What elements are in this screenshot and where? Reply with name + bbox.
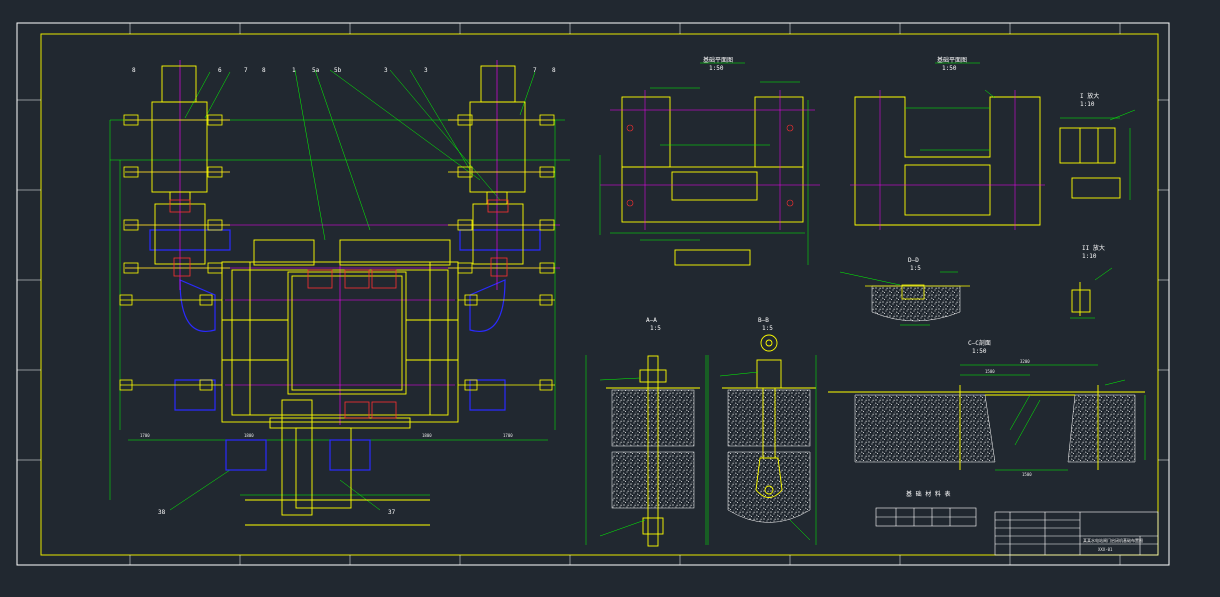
plan-view: 8 6 7 8 1 5a 5b 3 3 7 8 38 37 1700 1800 … xyxy=(109,60,570,526)
view-title: II 放大 xyxy=(1082,244,1105,252)
dimension-text: 1800 xyxy=(422,433,432,438)
callout-label: 8 xyxy=(262,67,266,74)
outer-border xyxy=(16,22,1170,566)
section-bb-view: B—B 1:5 xyxy=(705,317,817,545)
plan-callouts: 8 6 7 8 1 5a 5b 3 3 7 8 38 37 1700 1800 … xyxy=(132,67,556,516)
view-title: 基础平面图 xyxy=(937,56,967,64)
callout-label: 6 xyxy=(218,67,222,74)
view-scale: 1:50 xyxy=(942,65,957,72)
callout-label: 3 xyxy=(424,67,428,74)
section-dd-view: D—D 1:5 xyxy=(839,257,970,326)
top-plan-view: 基础平面图 1:50 xyxy=(850,56,1045,230)
callout-label: 8 xyxy=(132,67,136,74)
callout-label: 8 xyxy=(552,67,556,74)
dimension-text: 1700 xyxy=(140,433,150,438)
detail-i-view: I 放大 1:10 xyxy=(1059,92,1136,200)
view-title: A—A xyxy=(646,317,657,324)
view-scale: 1:50 xyxy=(972,348,987,355)
callout-label: 1 xyxy=(292,67,296,74)
view-title: D—D xyxy=(908,257,919,264)
inner-border xyxy=(40,33,1159,556)
view-scale: 1:5 xyxy=(650,325,661,332)
view-scale: 1:50 xyxy=(709,65,724,72)
dimension-text: 1800 xyxy=(244,433,254,438)
view-scale: 1:5 xyxy=(910,265,921,272)
view-title: 基础平面图 xyxy=(703,56,733,64)
callout-label: 5b xyxy=(334,67,342,74)
dimension-text: 3200 xyxy=(1020,359,1030,364)
callout-label: 38 xyxy=(158,509,166,516)
callout-label: 7 xyxy=(244,67,248,74)
zone-marks xyxy=(17,23,1169,565)
dimension-text: 1500 xyxy=(1022,472,1032,477)
materials-table: 基 础 材 料 表 xyxy=(875,490,977,527)
foundation-plan-view: 基础平面图 1:50 xyxy=(599,56,820,266)
detail-ii-view: II 放大 1:10 xyxy=(1070,244,1113,319)
drawing-name: 某某水电站闸门启闭机基础布置图 xyxy=(1083,537,1143,543)
section-aa-view: A—A 1:5 xyxy=(585,317,709,547)
view-scale: 1:10 xyxy=(1082,253,1097,260)
view-title: I 放大 xyxy=(1080,92,1099,100)
section-cc-view: C—C剖面 1:50 3200 1500 1500 xyxy=(828,339,1146,477)
dimension-text: 1700 xyxy=(503,433,513,438)
view-scale: 1:5 xyxy=(762,325,773,332)
dimension-text: 1500 xyxy=(985,369,995,374)
drawing-number: XXX-01 xyxy=(1098,547,1113,552)
callout-label: 5a xyxy=(312,67,320,74)
view-title: C—C剖面 xyxy=(968,339,991,347)
callout-label: 3 xyxy=(384,67,388,74)
callout-label: 37 xyxy=(388,509,396,516)
view-title: B—B xyxy=(758,317,769,324)
view-scale: 1:10 xyxy=(1080,101,1095,108)
title-block: 某某水电站闸门启闭机基础布置图 XXX-01 xyxy=(994,511,1159,556)
table-title: 基 础 材 料 表 xyxy=(906,490,950,498)
callout-label: 7 xyxy=(533,67,537,74)
